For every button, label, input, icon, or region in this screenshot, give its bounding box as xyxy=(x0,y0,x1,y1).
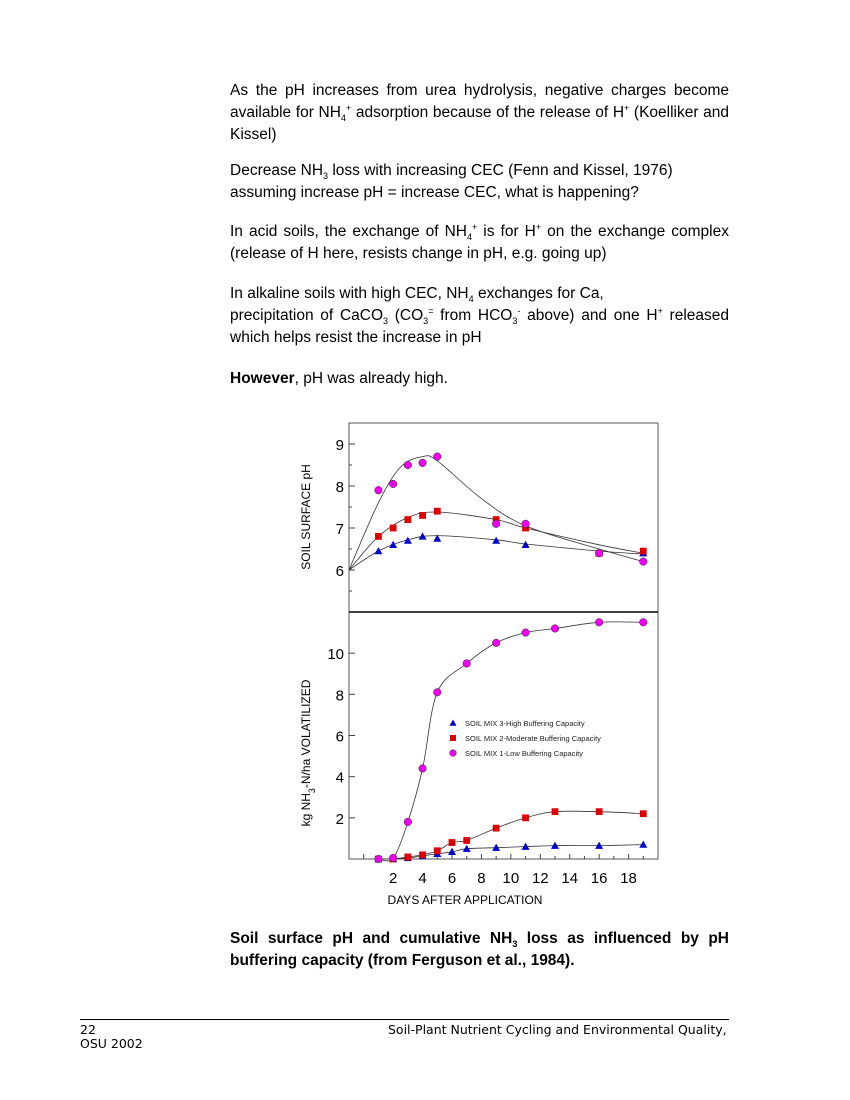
ph-point xyxy=(374,486,383,495)
legend-marker xyxy=(449,719,457,726)
figure-ph-nh3-loss: 6 7 8 9 2 4 6 8 10 2 4 6 8 10 12 14 16 18 SOIL SURFACE p… xyxy=(299,422,659,907)
ph-tick-label: 7 xyxy=(336,521,344,538)
ph-point xyxy=(375,533,382,540)
x-tick-label: 12 xyxy=(532,870,549,887)
legend-marker xyxy=(450,735,456,741)
nh3-point xyxy=(521,842,530,850)
nh3-point xyxy=(639,618,648,627)
ph-point xyxy=(433,507,441,515)
x-tick-label: 14 xyxy=(561,870,578,887)
nh3-point xyxy=(595,841,604,849)
paragraph-urea-hydrolysis: As the pH increases from urea hydrolysis… xyxy=(230,82,730,143)
ph-point xyxy=(433,452,442,461)
ph-point xyxy=(522,524,529,532)
figure-caption: Soil surface pH and cumulative NH3 loss … xyxy=(230,930,729,969)
paragraph-alkaline-line1: In alkaline soils with high CEC, NH4 exc… xyxy=(230,285,604,305)
ph-panel: 6 7 8 9 xyxy=(336,437,648,592)
paragraph-acid-soils: In acid soils, the exchange of NH4+ is f… xyxy=(230,221,729,262)
x-tick-label: 8 xyxy=(477,870,485,887)
x-tick-label: 16 xyxy=(591,870,608,887)
ph-point xyxy=(374,547,383,555)
ph-tick-label: 8 xyxy=(336,479,344,496)
paragraph-however: However, pH was already high. xyxy=(230,370,448,387)
nh3-point xyxy=(462,844,471,852)
ph-point xyxy=(389,479,398,488)
nh3-tick-label: 10 xyxy=(327,646,344,663)
nh3-point xyxy=(448,847,456,855)
nh3-point xyxy=(404,853,412,861)
nh3-point xyxy=(389,853,398,863)
nh3-panel: 2 4 6 8 10 2 4 6 8 10 12 14 16 18 xyxy=(327,618,648,887)
ph-fit-line xyxy=(348,455,644,571)
nh3-point xyxy=(433,688,442,697)
ph-point xyxy=(639,557,648,566)
legend-label: SOIL MIX 3-High Buffering Capacity xyxy=(465,719,585,728)
nh3-point xyxy=(448,839,456,846)
nh3-tick-label: 4 xyxy=(336,770,344,787)
ph-point xyxy=(389,540,398,548)
nh3-point xyxy=(551,841,559,849)
footer-title: Soil-Plant Nutrient Cycling and Environm… xyxy=(388,1022,727,1037)
ph-point xyxy=(521,519,530,528)
footer-rule xyxy=(80,1019,729,1020)
nh3-point xyxy=(462,659,471,668)
nh3-point xyxy=(403,817,412,827)
nh3-point xyxy=(522,814,529,822)
ph-point xyxy=(389,524,397,532)
ph-point xyxy=(639,547,647,555)
ph-point xyxy=(521,540,530,548)
ph-point xyxy=(404,516,412,523)
paragraph-alkaline-rest: precipitation of CaCO3 (CO3= from HCO3- … xyxy=(230,305,730,346)
footer-page-number: 22 xyxy=(80,1022,96,1037)
ph-point xyxy=(595,549,604,558)
ph-point xyxy=(403,460,412,470)
nh3-tick-label: 6 xyxy=(336,729,344,746)
ph-point xyxy=(419,512,426,519)
nh3-line xyxy=(378,810,644,860)
ph-point xyxy=(492,516,500,523)
x-tick-label: 6 xyxy=(448,870,456,887)
nh3-point xyxy=(551,808,559,816)
nh3-point xyxy=(433,847,441,855)
nh3-point xyxy=(639,810,647,818)
x-axis-label: DAYS AFTER APPLICATION xyxy=(388,893,543,907)
ph-point xyxy=(418,458,427,467)
nh3-point xyxy=(374,854,383,864)
ph-point xyxy=(433,534,442,542)
nh3-point xyxy=(521,628,530,637)
ph-fit-line xyxy=(348,535,644,571)
x-tick-label: 18 xyxy=(620,870,637,887)
ph-point xyxy=(492,519,501,528)
nh3-point xyxy=(595,618,604,627)
ph-point xyxy=(418,532,427,540)
legend-label: SOIL MIX 2-Moderate Buffering Capacity xyxy=(465,734,601,743)
footer-org: OSU 2002 xyxy=(80,1036,143,1051)
nh3-point xyxy=(550,624,560,633)
x-tick-label: 10 xyxy=(503,870,520,887)
paragraph-cec: Decrease NH3 loss with increasing CEC (F… xyxy=(230,162,673,201)
nh3-point xyxy=(595,808,603,816)
nh3-tick-label: 8 xyxy=(336,687,344,704)
paragraph-alkaline-soils: In alkaline soils with high CEC, NH4 exc… xyxy=(230,283,729,349)
ph-axis-label: SOIL SURFACE pH xyxy=(299,464,313,570)
nh3-point xyxy=(492,824,500,832)
x-tick-label: 2 xyxy=(389,870,397,887)
legend-marker xyxy=(449,749,457,757)
ph-tick-label: 6 xyxy=(336,563,344,580)
nh3-point xyxy=(492,843,501,851)
ph-point xyxy=(492,536,501,544)
nh3-tick-label: 2 xyxy=(336,811,344,828)
ph-tick-label: 9 xyxy=(336,437,344,454)
x-tick-label: 4 xyxy=(418,870,426,887)
nh3-axis-label: kg NH3-N/ha VOLATILIZED xyxy=(299,679,317,826)
nh3-point xyxy=(463,837,471,844)
nh3-point xyxy=(418,764,427,773)
ph-point xyxy=(403,536,412,544)
nh3-point xyxy=(419,851,426,859)
nh3-point xyxy=(639,840,648,848)
legend-label: SOIL MIX 1-Low Buffering Capacity xyxy=(465,749,583,758)
chart-frame xyxy=(348,422,659,860)
nh3-point xyxy=(492,638,501,647)
